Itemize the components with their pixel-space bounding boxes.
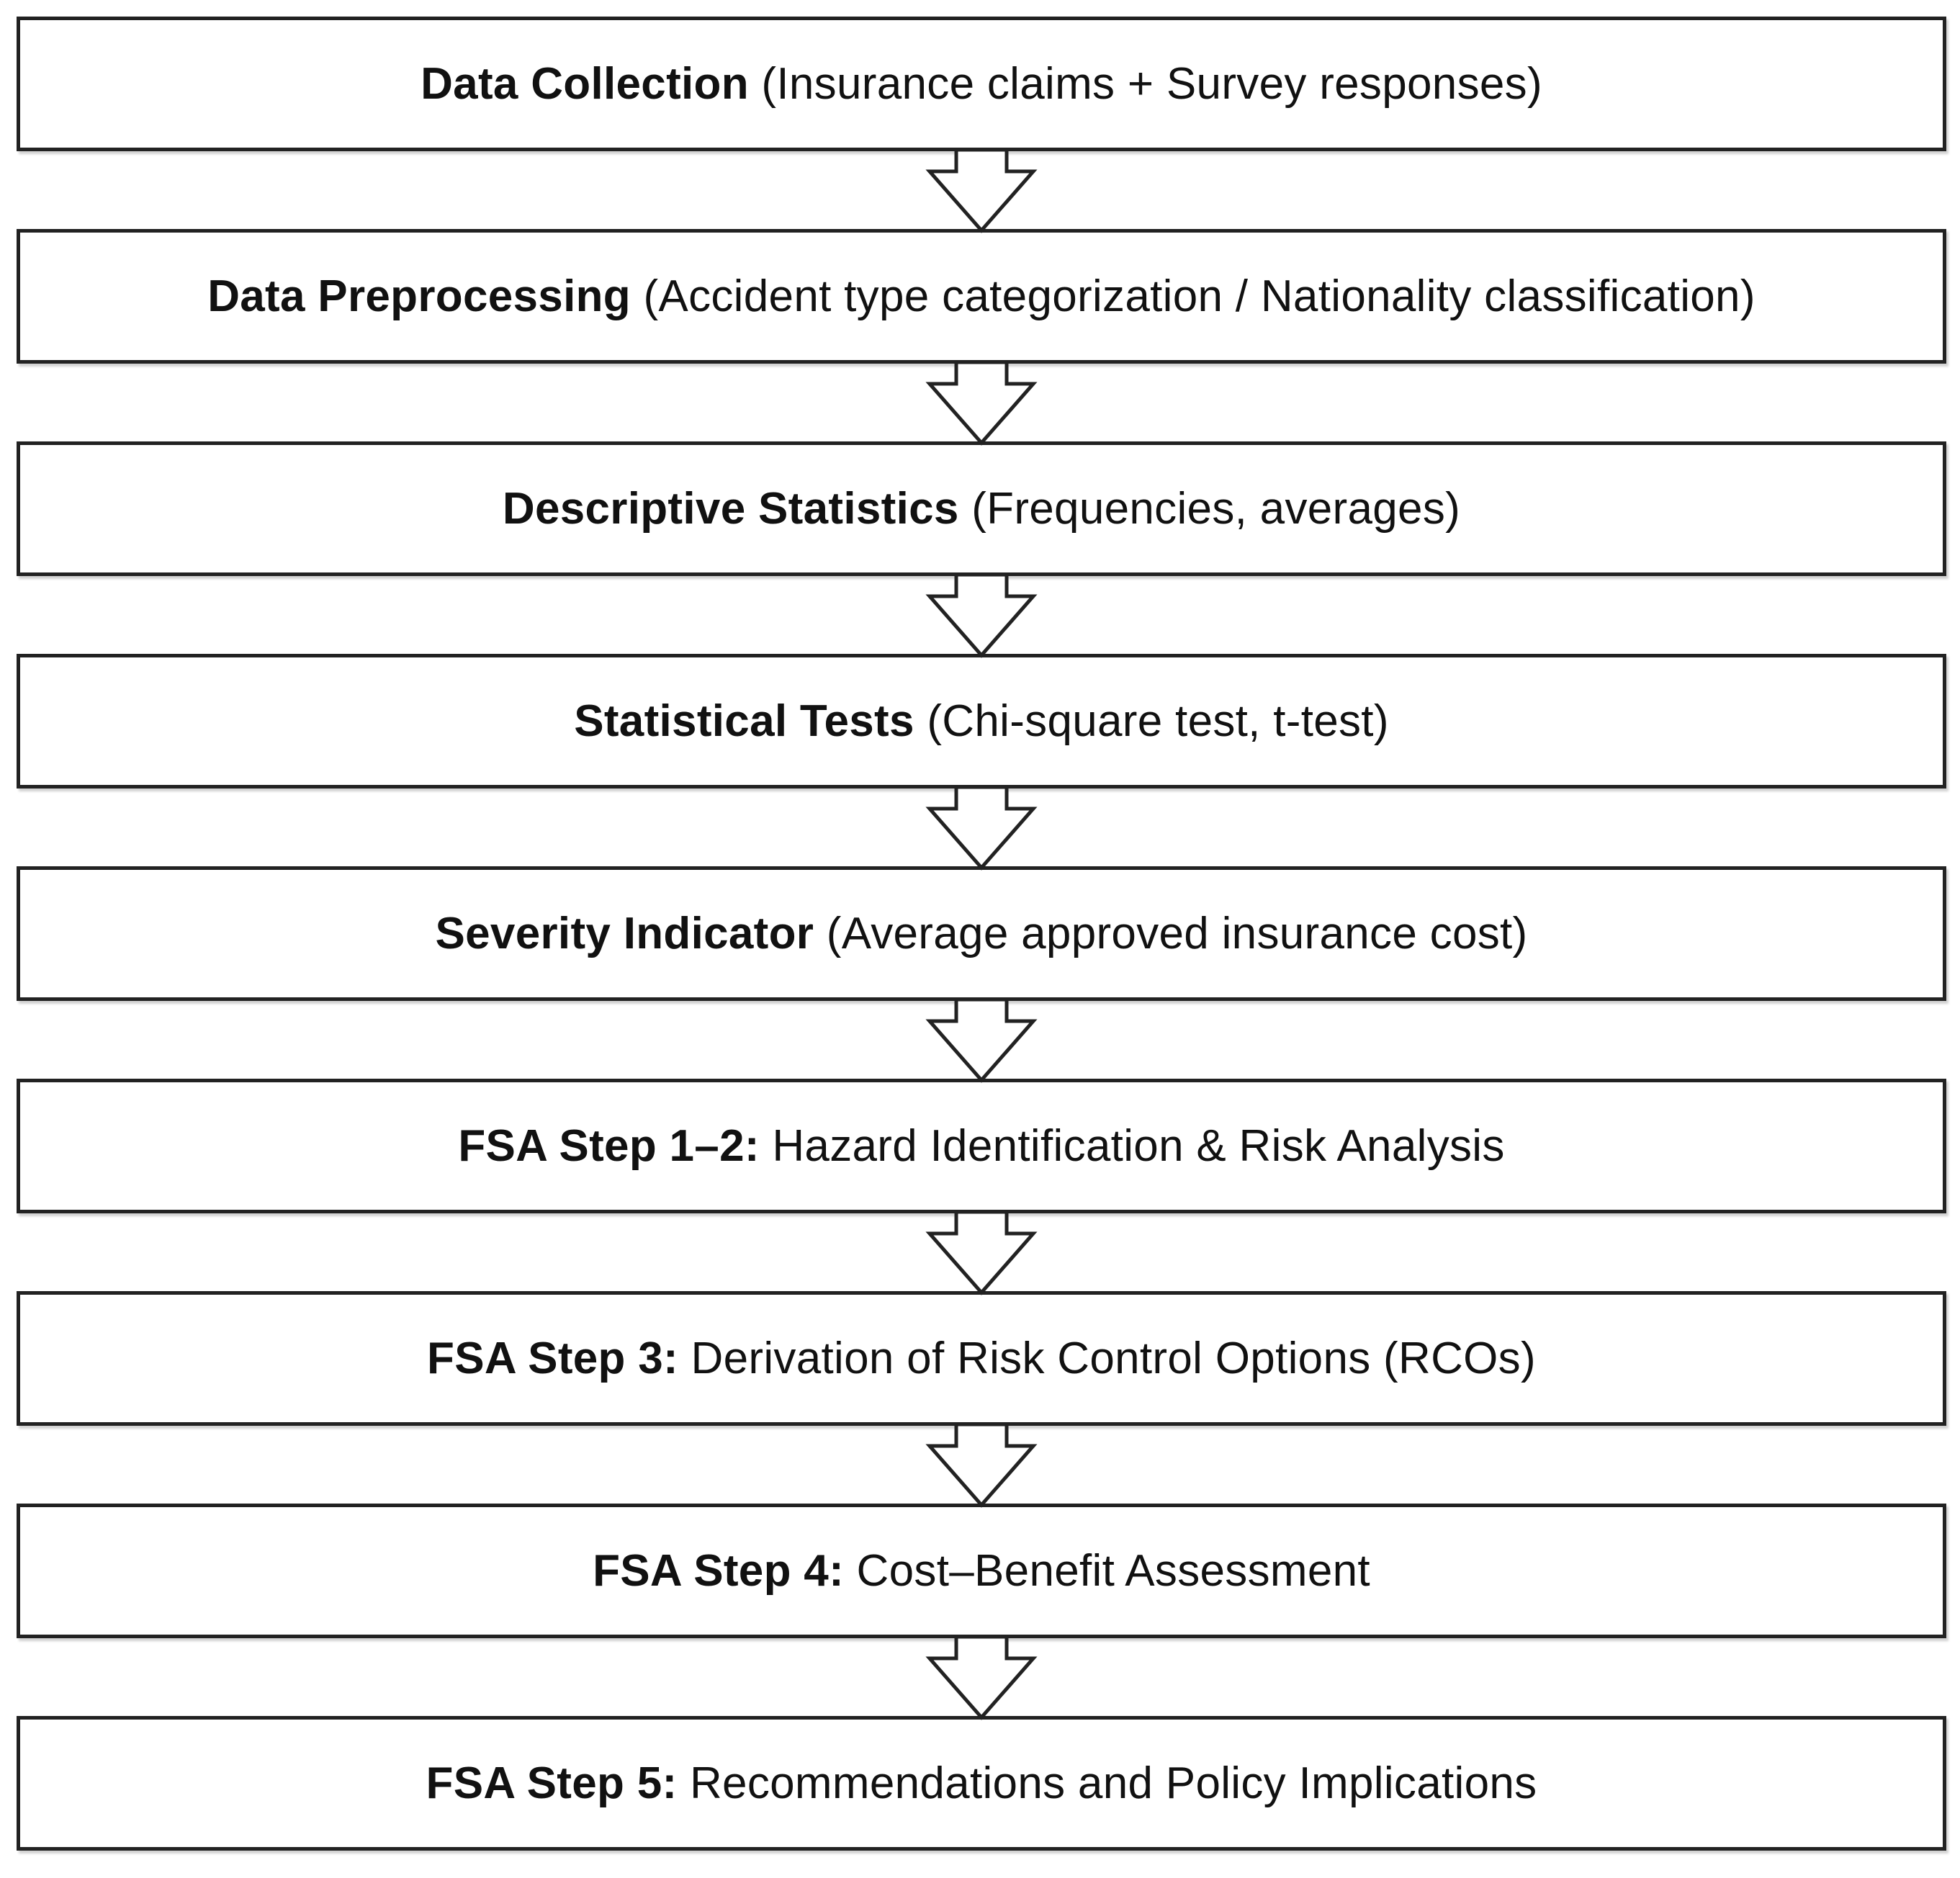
step-title: FSA Step 4: xyxy=(593,1546,845,1596)
step-label: Descriptive Statistics (Frequencies, ave… xyxy=(503,483,1460,534)
step-detail: (Chi-square test, t-test) xyxy=(927,696,1389,746)
step-label: FSA Step 4: Cost–Benefit Assessment xyxy=(593,1545,1370,1596)
step-title: FSA Step 1–2: xyxy=(458,1121,760,1171)
step-title: FSA Step 5: xyxy=(426,1758,678,1808)
step-title: Statistical Tests xyxy=(574,696,914,746)
step-box-data-preprocessing: Data Preprocessing (Accident type catego… xyxy=(17,229,1946,364)
step-detail: Hazard Identification & Risk Analysis xyxy=(772,1121,1505,1171)
step-detail: (Insurance claims + Survey responses) xyxy=(761,59,1542,109)
step-box-fsa-step-5: FSA Step 5: Recommendations and Policy I… xyxy=(17,1716,1946,1851)
down-arrow-icon xyxy=(925,360,1038,446)
step-box-fsa-step-4: FSA Step 4: Cost–Benefit Assessment xyxy=(17,1504,1946,1638)
down-arrow-icon xyxy=(925,997,1038,1083)
step-title: Descriptive Statistics xyxy=(502,484,959,534)
down-arrow-icon xyxy=(925,148,1038,233)
step-box-data-collection: Data Collection (Insurance claims + Surv… xyxy=(17,17,1946,151)
down-arrow-icon xyxy=(925,785,1038,871)
step-detail: (Frequencies, averages) xyxy=(971,484,1461,534)
step-title: Data Preprocessing xyxy=(207,271,631,321)
step-label: FSA Step 5: Recommendations and Policy I… xyxy=(426,1758,1537,1809)
step-title: Data Collection xyxy=(421,59,749,109)
step-detail: Cost–Benefit Assessment xyxy=(856,1546,1370,1596)
down-arrow-icon xyxy=(925,1635,1038,1720)
step-title: FSA Step 3: xyxy=(427,1334,678,1383)
step-box-statistical-tests: Statistical Tests (Chi-square test, t-te… xyxy=(17,654,1946,789)
step-detail: (Accident type categorization / National… xyxy=(643,271,1756,321)
down-arrow-icon xyxy=(925,1422,1038,1508)
step-detail: Recommendations and Policy Implications xyxy=(689,1758,1537,1808)
down-arrow-icon xyxy=(925,1210,1038,1295)
step-box-descriptive-statistics: Descriptive Statistics (Frequencies, ave… xyxy=(17,441,1946,576)
step-label: FSA Step 3: Derivation of Risk Control O… xyxy=(427,1333,1536,1384)
step-label: Statistical Tests (Chi-square test, t-te… xyxy=(574,696,1389,747)
step-detail: Derivation of Risk Control Options (RCOs… xyxy=(691,1334,1536,1383)
step-box-fsa-step-3: FSA Step 3: Derivation of Risk Control O… xyxy=(17,1291,1946,1426)
step-title: Severity Indicator xyxy=(435,909,814,958)
step-label: Data Collection (Insurance claims + Surv… xyxy=(421,58,1542,109)
down-arrow-icon xyxy=(925,572,1038,658)
step-box-severity-indicator: Severity Indicator (Average approved ins… xyxy=(17,866,1946,1001)
step-label: Data Preprocessing (Accident type catego… xyxy=(207,271,1756,322)
step-box-fsa-step-1-2: FSA Step 1–2: Hazard Identification & Ri… xyxy=(17,1079,1946,1213)
step-label: FSA Step 1–2: Hazard Identification & Ri… xyxy=(458,1120,1504,1172)
step-label: Severity Indicator (Average approved ins… xyxy=(436,908,1528,959)
step-detail: (Average approved insurance cost) xyxy=(826,909,1528,958)
